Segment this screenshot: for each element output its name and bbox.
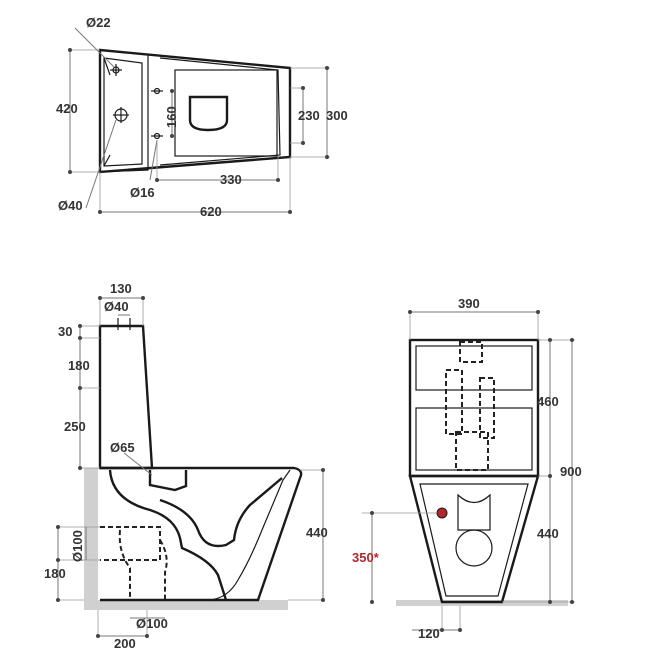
front-pedestal-inner bbox=[419, 483, 529, 597]
label-330: 330 bbox=[220, 172, 242, 187]
label-180: 180 bbox=[68, 358, 90, 373]
label-d40: Ø40 bbox=[58, 198, 83, 213]
label-130: 130 bbox=[110, 281, 132, 296]
side-trap bbox=[108, 469, 228, 601]
leader-d40 bbox=[85, 119, 117, 209]
front-view: 390 460 440 900 350* 120 bbox=[352, 296, 582, 641]
horizontal-outlet-dashed bbox=[100, 526, 161, 561]
wall bbox=[84, 468, 98, 610]
label-side-180b: 180 bbox=[44, 566, 66, 581]
plan-view: 420 Ø22 Ø40 160 Ø16 330 620 230 300 bbox=[56, 15, 348, 219]
inlet-marker bbox=[110, 64, 122, 76]
side-view: 130 Ø40 30 180 250 Ø65 440 Ø100 180 Ø100 bbox=[44, 281, 328, 651]
label-d22: Ø22 bbox=[86, 15, 111, 30]
label-front-440: 440 bbox=[537, 526, 559, 541]
label-390: 390 bbox=[458, 296, 480, 311]
label-d100h: Ø100 bbox=[136, 616, 168, 631]
label-250: 250 bbox=[64, 419, 86, 434]
label-160: 160 bbox=[164, 106, 179, 128]
leader-d22 bbox=[74, 27, 115, 68]
drain-marker bbox=[113, 107, 129, 123]
front-tank-panel bbox=[415, 407, 533, 471]
front-tank-top bbox=[415, 345, 533, 391]
plan-seat-area bbox=[159, 57, 281, 166]
label-230: 230 bbox=[298, 108, 320, 123]
label-900: 900 bbox=[560, 464, 582, 479]
fixing-holes bbox=[151, 87, 163, 140]
label-300: 300 bbox=[326, 108, 348, 123]
plan-tank-outline bbox=[99, 49, 149, 173]
label-d16: Ø16 bbox=[130, 185, 155, 200]
flush-mechanism bbox=[445, 341, 495, 471]
label-620: 620 bbox=[200, 204, 222, 219]
plan-lid-shape bbox=[188, 95, 229, 132]
label-350: 350* bbox=[352, 550, 380, 565]
label-460: 460 bbox=[537, 394, 559, 409]
side-bowl-inner bbox=[209, 469, 291, 601]
label-d65: Ø65 bbox=[110, 440, 135, 455]
floor bbox=[84, 600, 288, 610]
label-side-440: 440 bbox=[306, 525, 328, 540]
label-side-d40: Ø40 bbox=[104, 299, 129, 314]
leader-d16 bbox=[149, 139, 158, 181]
plan-tank-inner bbox=[103, 57, 143, 167]
label-120: 120 bbox=[418, 626, 440, 641]
bowl-inner-shape bbox=[457, 493, 491, 531]
bowl-opening bbox=[455, 529, 493, 567]
leader-d65 bbox=[123, 452, 153, 476]
label-200: 200 bbox=[114, 636, 136, 651]
plan-tank-corner bbox=[103, 57, 111, 76]
plan-tank-corner-b bbox=[103, 154, 111, 167]
label-30: 30 bbox=[58, 324, 72, 339]
side-bowl bbox=[100, 466, 303, 602]
plan-seat-rect bbox=[174, 69, 278, 157]
label-420: 420 bbox=[56, 101, 78, 116]
front-pedestal bbox=[408, 474, 540, 604]
label-d100v: Ø100 bbox=[70, 530, 85, 562]
vertical-outlet-dashed bbox=[118, 529, 168, 600]
water-inlet-icon bbox=[436, 507, 448, 519]
side-trap-inner bbox=[148, 470, 283, 548]
